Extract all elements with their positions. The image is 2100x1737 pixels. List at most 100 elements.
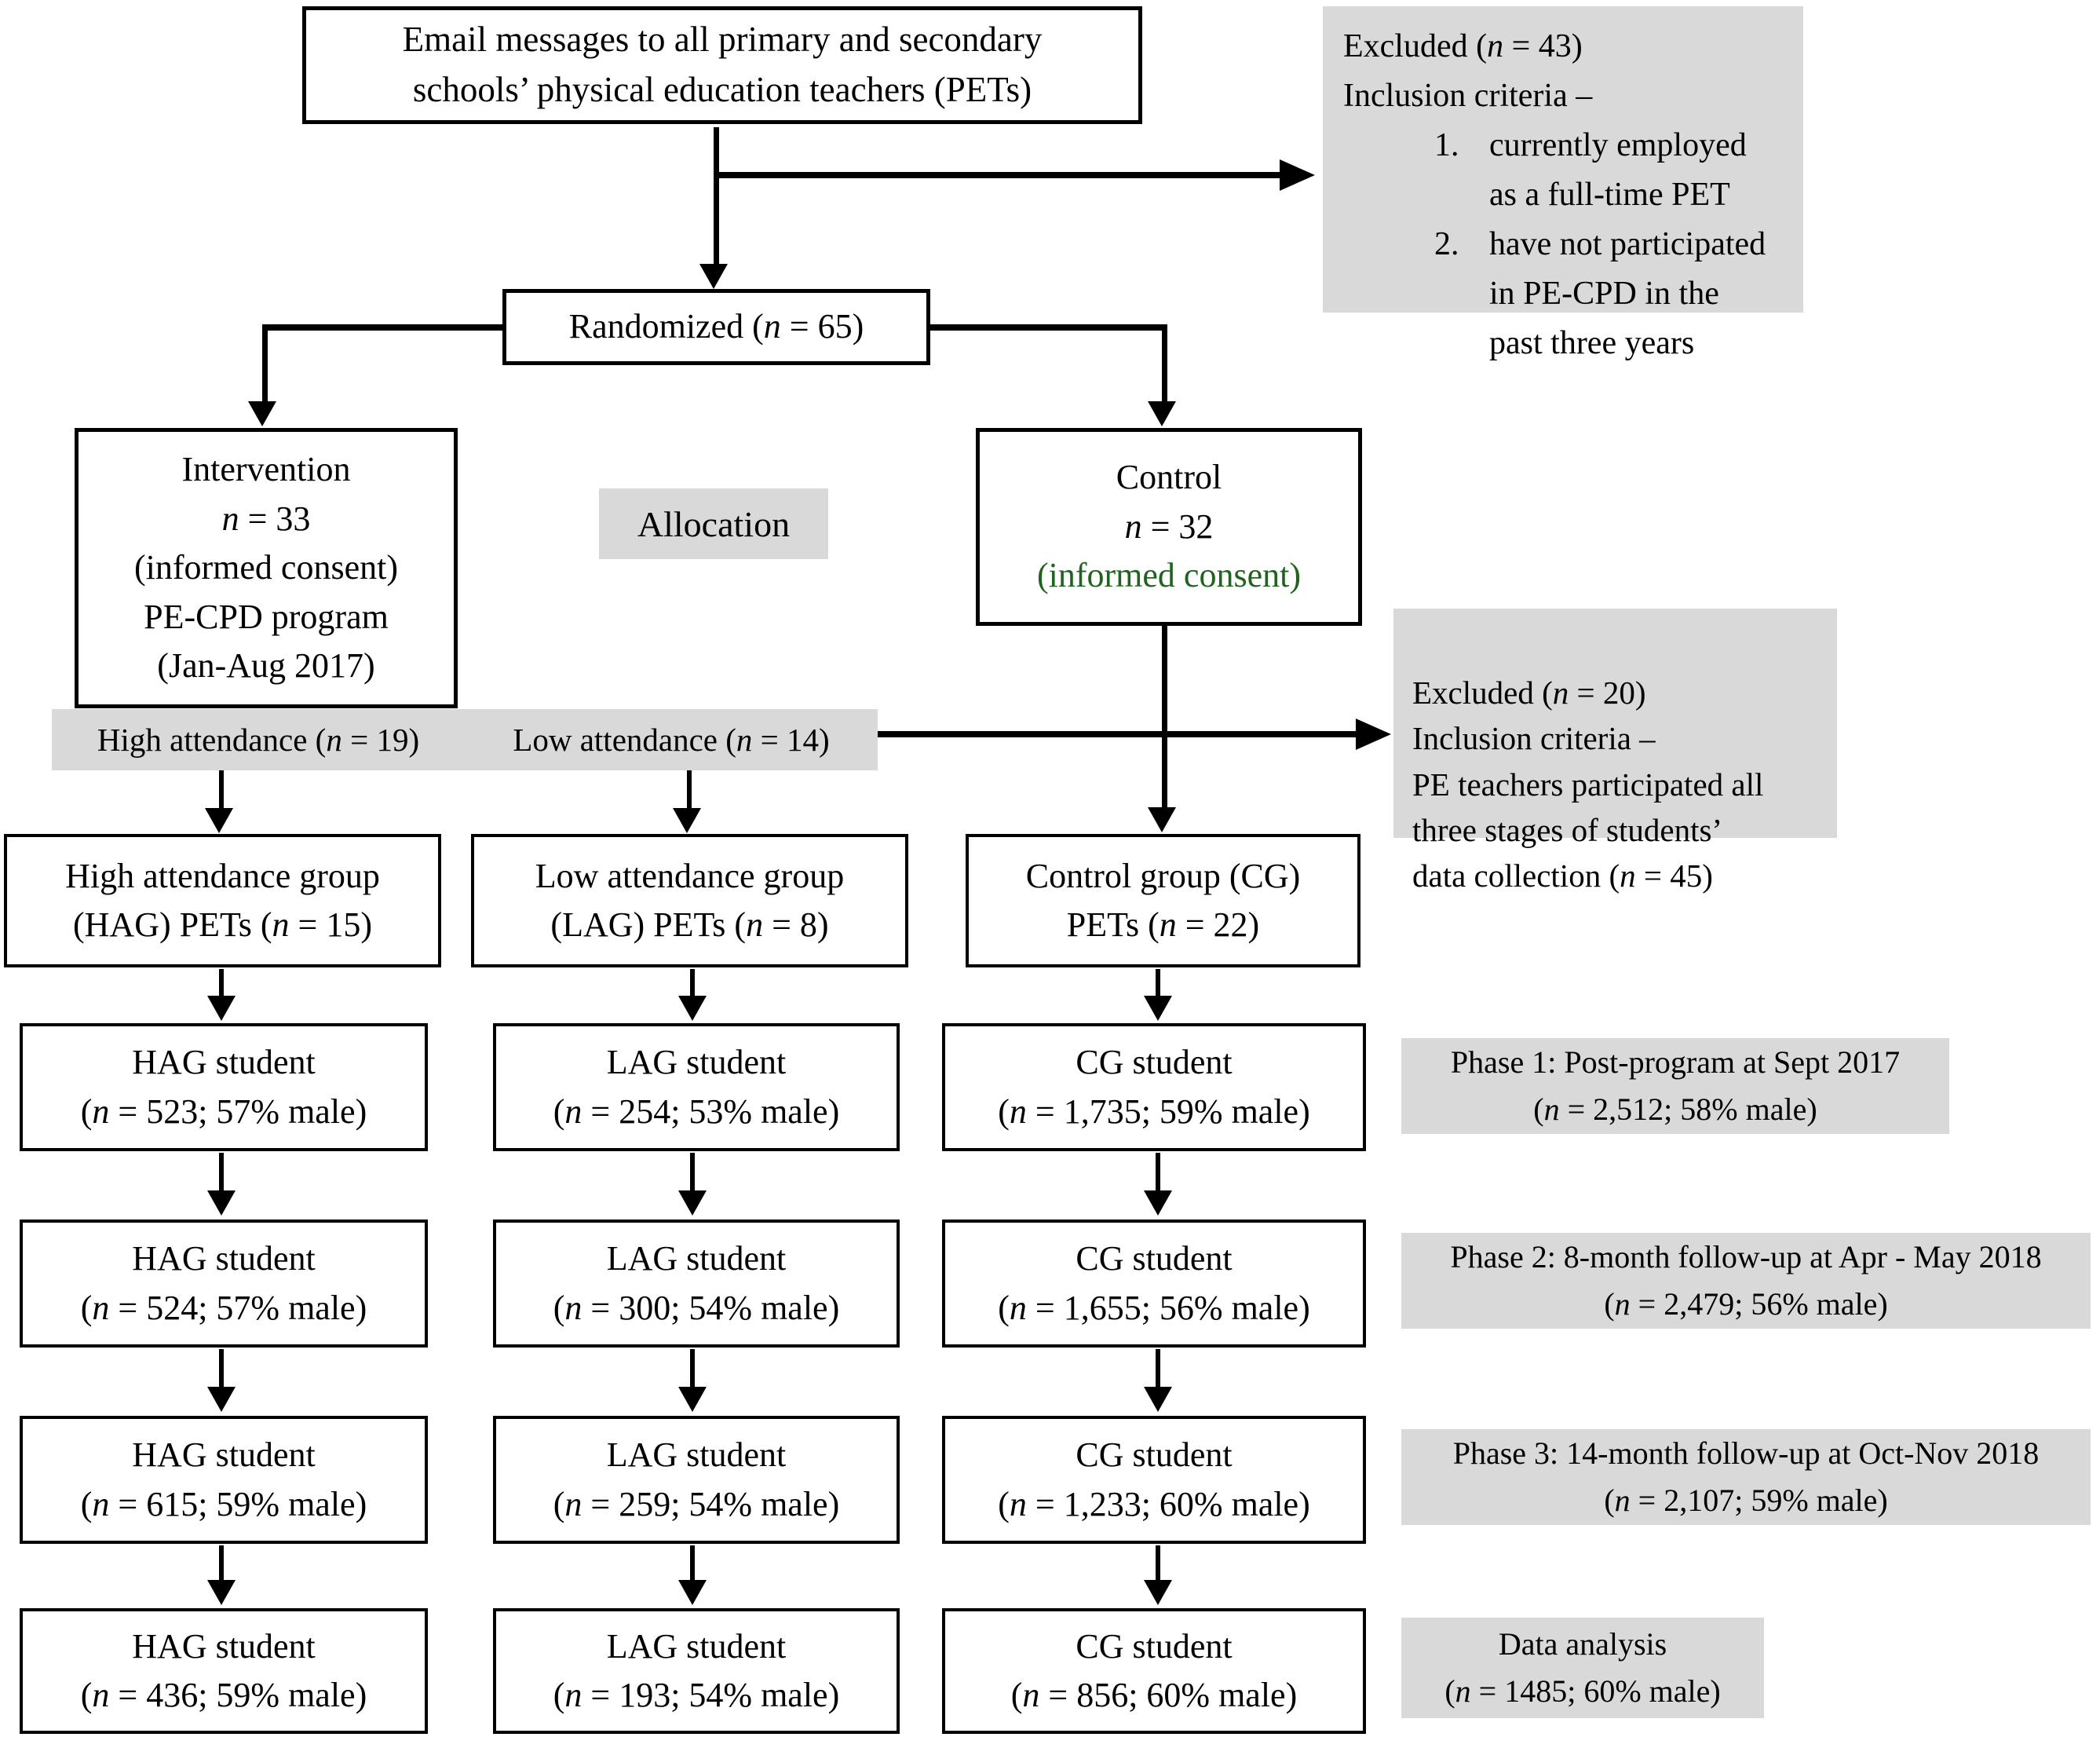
lag-pets-text: Low attendance group (LAG) PETs (n = 8): [535, 856, 845, 944]
email-box: Email messages to all primary and second…: [302, 6, 1142, 124]
arrowhead-excluded-43: [1280, 159, 1315, 191]
connector-cg-r3: [1156, 1349, 1160, 1388]
hag-student-r2-text: HAG student (n = 524; 57% male): [80, 1239, 367, 1327]
connector-down-intervention: [262, 324, 268, 403]
allocation-text: Allocation: [637, 503, 791, 544]
arrowhead-lag-r4: [678, 1580, 707, 1605]
lag-student-r3-text: LAG student (n = 259; 54% male): [553, 1435, 840, 1523]
phase1-text: Phase 1: Post-program at Sept 2017 (n = …: [1450, 1044, 1901, 1127]
arrowhead-hag-r2: [207, 1190, 236, 1216]
connector-hag-r2: [219, 1153, 224, 1192]
connector-lag-r2: [690, 1153, 695, 1192]
phase3-label: Phase 3: 14-month follow-up at Oct-Nov 2…: [1401, 1429, 2091, 1525]
hag-pets-box: High attendance group (HAG) PETs (n = 15…: [4, 834, 441, 967]
arrowhead-excluded-20: [1356, 719, 1391, 750]
connector-randomized-left: [262, 324, 506, 331]
hag-student-r4-text: HAG student (n = 436; 59% male): [80, 1626, 367, 1714]
lag-student-r2-box: LAG student (n = 300; 54% male): [493, 1220, 900, 1348]
arrowhead-randomized: [699, 264, 728, 289]
arrowhead-lag-r1: [678, 996, 707, 1021]
connector-lag-r4: [690, 1545, 695, 1582]
phase2-label: Phase 2: 8-month follow-up at Apr - May …: [1401, 1233, 2091, 1329]
low-attendance-label: Low attendance (n = 14): [513, 722, 830, 758]
connector-cg-r2: [1156, 1153, 1160, 1192]
email-box-text: Email messages to all primary and second…: [402, 20, 1043, 109]
connector-hag-r1: [219, 969, 224, 997]
cg-student-r3-box: CG student (n = 1,233; 60% male): [942, 1416, 1366, 1544]
hag-student-r2-box: HAG student (n = 524; 57% male): [20, 1220, 428, 1348]
lag-student-r4-box: LAG student (n = 193; 54% male): [493, 1608, 900, 1734]
connector-low-lag: [687, 770, 692, 810]
arrowhead-intervention: [248, 401, 276, 426]
arrowhead-hag-r3: [207, 1387, 236, 1412]
cg-pets-box: Control group (CG) PETs (n = 22): [966, 834, 1360, 967]
data-analysis-text: Data analysis (n = 1485; 60% male): [1444, 1626, 1721, 1709]
inclusion-criteria-list: currently employed as a full-time PET ha…: [1343, 121, 1789, 368]
hag-pets-text: High attendance group (HAG) PETs (n = 15…: [65, 856, 380, 944]
control-consent-text: (informed consent): [1037, 556, 1301, 595]
intervention-text: Intervention n = 33 (informed consent) P…: [134, 450, 398, 686]
arrowhead-cg-r2: [1144, 1190, 1172, 1216]
cg-student-r2-box: CG student (n = 1,655; 56% male): [942, 1220, 1366, 1348]
hag-student-r3-box: HAG student (n = 615; 59% male): [20, 1416, 428, 1544]
randomized-text: Randomized (n = 65): [568, 307, 864, 346]
excluded-20-box: Excluded (n = 20) Inclusion criteria – P…: [1393, 609, 1837, 894]
connector-lag-r1: [690, 969, 695, 997]
cg-student-r4-text: CG student (n = 856; 60% male): [1010, 1626, 1298, 1714]
excluded-43-title: Excluded (n = 43): [1343, 28, 1583, 64]
phase3-text: Phase 3: 14-month follow-up at Oct-Nov 2…: [1452, 1435, 2040, 1518]
excluded-43-box: Excluded (n = 43) Inclusion criteria – c…: [1323, 6, 1803, 361]
cg-pets-text: Control group (CG) PETs (n = 22): [1025, 856, 1301, 944]
attendance-bar: High attendance (n = 19) Low attendance …: [52, 709, 878, 770]
lag-student-r4-text: LAG student (n = 193; 54% male): [553, 1626, 840, 1714]
cg-student-r3-text: CG student (n = 1,233; 60% male): [998, 1435, 1310, 1523]
arrowhead-hag-r1: [207, 996, 236, 1021]
arrowhead-cg-r4: [1144, 1580, 1172, 1605]
phase2-text: Phase 2: 8-month follow-up at Apr - May …: [1450, 1239, 2042, 1322]
arrowhead-hag-group: [205, 808, 233, 833]
connector-cg-r4: [1156, 1545, 1160, 1582]
connector-randomized-right: [928, 324, 1167, 331]
lag-pets-box: Low attendance group (LAG) PETs (n = 8): [471, 834, 908, 967]
lag-student-r1-box: LAG student (n = 254; 53% male): [493, 1023, 900, 1151]
hag-student-r1-text: HAG student (n = 523; 57% male): [80, 1043, 367, 1131]
lag-student-r2-text: LAG student (n = 300; 54% male): [553, 1239, 840, 1327]
criteria-item-2: have not participated in PE-CPD in the p…: [1467, 220, 1789, 368]
connector-control-cg: [1162, 626, 1167, 809]
connector-hag-r4: [219, 1545, 224, 1582]
connector-to-excluded-43: [714, 172, 1284, 178]
criteria-item-1: currently employed as a full-time PET: [1467, 121, 1789, 220]
cg-student-r1-text: CG student (n = 1,735; 59% male): [998, 1043, 1310, 1131]
high-attendance-label: High attendance (n = 19): [97, 722, 420, 758]
connector-lag-r3: [690, 1349, 695, 1388]
phase1-label: Phase 1: Post-program at Sept 2017 (n = …: [1401, 1038, 1949, 1134]
control-box: Control n = 32 (informed consent): [976, 428, 1362, 626]
connector-email-randomized: [714, 127, 719, 265]
connector-cg-r1: [1156, 969, 1160, 997]
intervention-box: Intervention n = 33 (informed consent) P…: [75, 428, 458, 708]
cg-student-r1-box: CG student (n = 1,735; 59% male): [942, 1023, 1366, 1151]
allocation-label: Allocation: [599, 488, 828, 559]
connector-down-control: [1162, 324, 1167, 403]
data-analysis-label: Data analysis (n = 1485; 60% male): [1401, 1618, 1764, 1718]
arrowhead-control: [1148, 401, 1176, 426]
hag-student-r1-box: HAG student (n = 523; 57% male): [20, 1023, 428, 1151]
inclusion-criteria-label: Inclusion criteria –: [1343, 78, 1593, 114]
arrowhead-cg-r1: [1144, 996, 1172, 1021]
arrowhead-lag-r2: [678, 1190, 707, 1216]
arrowhead-lag-group: [673, 808, 701, 833]
lag-student-r3-box: LAG student (n = 259; 54% male): [493, 1416, 900, 1544]
connector-hag-r3: [219, 1349, 224, 1388]
arrowhead-lag-r3: [678, 1387, 707, 1412]
control-text: Control n = 32: [1116, 458, 1222, 546]
cg-student-r2-text: CG student (n = 1,655; 56% male): [998, 1239, 1310, 1327]
connector-to-excluded-20: [878, 731, 1358, 737]
hag-student-r4-box: HAG student (n = 436; 59% male): [20, 1608, 428, 1734]
arrowhead-hag-r4: [207, 1580, 236, 1605]
randomized-box: Randomized (n = 65): [502, 289, 930, 365]
lag-student-r1-text: LAG student (n = 254; 53% male): [553, 1043, 840, 1131]
cg-student-r4-box: CG student (n = 856; 60% male): [942, 1608, 1366, 1734]
excluded-20-text: Excluded (n = 20) Inclusion criteria – P…: [1412, 675, 1764, 894]
arrowhead-cg-r3: [1144, 1387, 1172, 1412]
